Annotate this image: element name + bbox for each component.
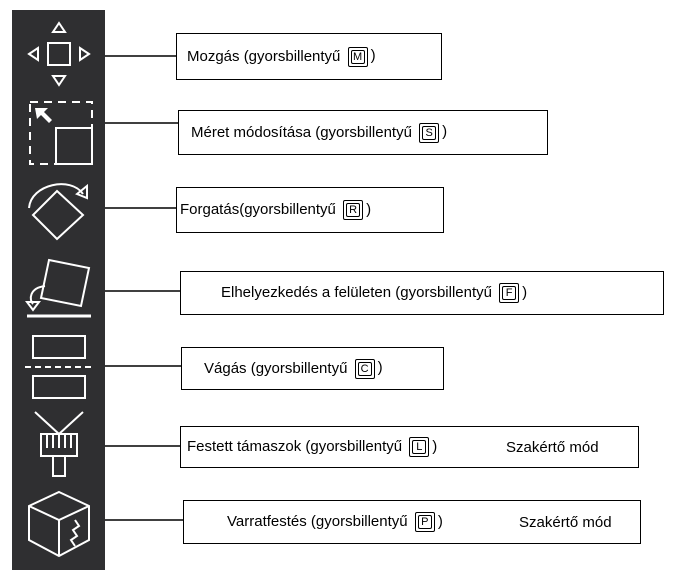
callout-move: Mozgás (gyorsbillentyű M) (176, 33, 442, 80)
key-p-icon: P (414, 512, 435, 532)
key-c-icon: C (354, 358, 375, 379)
callout-seam-paint: Varratfestés (gyorsbillentyű P) Szakértő… (183, 500, 641, 544)
callout-cut-text: Vágás (gyorsbillentyű C) (204, 358, 383, 379)
callout-seam-paint-text: Varratfestés (gyorsbillentyű P) (227, 512, 443, 532)
callout-scale: Méret módosítása (gyorsbillentyű S) (178, 110, 548, 155)
scale-tool-button[interactable] (12, 98, 105, 168)
key-r-icon: R (343, 200, 364, 220)
gizmo-toolbar (12, 10, 105, 570)
rotate-icon (27, 183, 88, 241)
place-on-face-tool-button[interactable] (12, 256, 105, 324)
callout-place-on-face: Elhelyezkedés a felületen (gyorsbillenty… (180, 271, 664, 315)
rotate-tool-button[interactable] (12, 178, 105, 244)
callout-move-text: Mozgás (gyorsbillentyű M) (187, 46, 376, 67)
key-f-icon: F (499, 283, 520, 303)
cut-icon (24, 335, 93, 399)
callout-support-paint-text: Festett támaszok (gyorsbillentyű L) (187, 437, 437, 457)
callout-cut: Vágás (gyorsbillentyű C) (181, 347, 444, 390)
key-m-icon: M (347, 46, 368, 67)
move-icon (26, 21, 91, 87)
key-s-icon: S (419, 122, 440, 143)
scale-icon (28, 101, 93, 165)
callout-scale-text: Méret módosítása (gyorsbillentyű S) (191, 122, 447, 143)
place-on-face-icon (24, 258, 91, 318)
support-paint-tool-button[interactable] (12, 408, 105, 480)
callout-place-on-face-text: Elhelyezkedés a felületen (gyorsbillenty… (221, 283, 527, 303)
cut-tool-button[interactable] (12, 332, 105, 404)
seam-paint-tool-button[interactable] (12, 486, 105, 562)
callout-support-paint: Festett támaszok (gyorsbillentyű L) Szak… (180, 426, 639, 468)
move-tool-button[interactable] (12, 20, 105, 88)
expert-mode-label: Szakértő mód (519, 513, 612, 531)
support-paint-icon (33, 411, 84, 477)
key-l-icon: L (409, 437, 430, 457)
seam-paint-icon (27, 490, 90, 558)
callout-rotate: Forgatás(gyorsbillentyű R) (176, 187, 444, 233)
callout-rotate-text: Forgatás(gyorsbillentyű R) (180, 200, 371, 220)
expert-mode-label: Szakértő mód (506, 438, 599, 456)
